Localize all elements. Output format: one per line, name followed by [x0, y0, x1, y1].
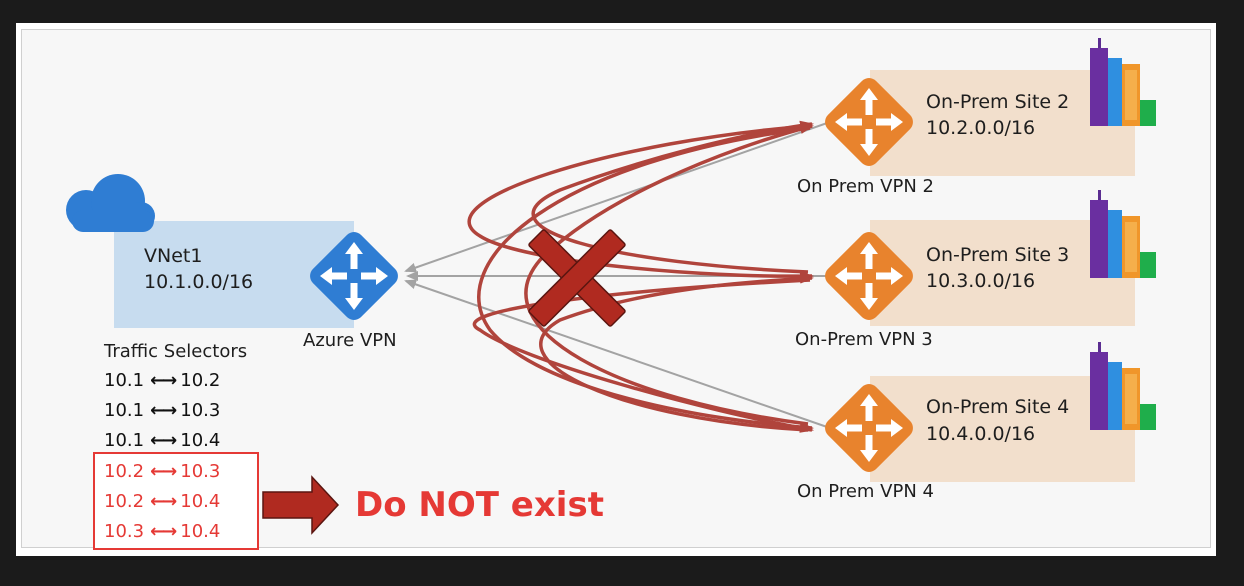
cloud-icon [66, 174, 155, 232]
site-cidr: 10.3.0.0/16 [926, 270, 1036, 292]
gray-arrow-site4 [404, 279, 831, 429]
vnet-cidr: 10.1.0.0/16 [144, 271, 254, 293]
site-name: On-Prem Site 4 [926, 396, 1070, 418]
site-to-site-tunnels [467, 120, 814, 433]
building-icon [1090, 190, 1156, 278]
missing-selector-row: 10.2←→10.4 [104, 493, 220, 511]
building-icon [1090, 38, 1156, 126]
tunnel-site2-site3 [467, 124, 814, 282]
site-cidr: 10.4.0.0/16 [926, 423, 1036, 445]
tunnel-site3-site4 [472, 278, 814, 433]
bidirectional-arrow-icon: ←→ [150, 521, 177, 542]
onprem-vpn-gateway-icon [825, 232, 913, 320]
site-name: On-Prem Site 3 [926, 244, 1070, 266]
selector-from: 10.2 [104, 491, 145, 512]
bidirectional-arrow-icon: ←→ [150, 370, 177, 391]
right-arrow-icon [262, 475, 340, 535]
selector-row: 10.1←→10.2 [104, 372, 220, 390]
missing-selector-row: 10.3←→10.4 [104, 523, 220, 541]
site-name: On-Prem Site 2 [926, 91, 1070, 113]
blocked-x-icon [528, 229, 626, 327]
azure-vpn-label: Azure VPN [303, 330, 397, 351]
bidirectional-arrow-icon: ←→ [150, 430, 177, 451]
selector-to: 10.2 [180, 370, 221, 391]
onprem-vpn-gateway-icon [825, 78, 913, 166]
missing-selector-row: 10.2←→10.3 [104, 463, 220, 481]
bidirectional-arrow-icon: ←→ [150, 400, 177, 421]
selector-from: 10.1 [104, 400, 145, 421]
selector-from: 10.2 [104, 461, 145, 482]
bidirectional-arrow-icon: ←→ [150, 491, 177, 512]
tunnel-site4-site3 [539, 273, 814, 432]
selector-to: 10.3 [180, 400, 221, 421]
onprem-vpn-gateway-icon [825, 384, 913, 472]
selector-row: 10.1←→10.4 [104, 432, 220, 450]
bidirectional-arrow-icon: ←→ [150, 461, 177, 482]
tunnel-site2-site4 [477, 126, 814, 433]
selector-row: 10.1←→10.3 [104, 402, 220, 420]
selector-to: 10.4 [180, 491, 221, 512]
onprem-vpn-label: On-Prem VPN 3 [795, 329, 933, 350]
selector-from: 10.1 [104, 430, 145, 451]
selector-to: 10.3 [180, 461, 221, 482]
tunnel-site4-site2 [524, 124, 814, 426]
missing-note: Do NOT exist [355, 485, 604, 525]
selector-from: 10.1 [104, 370, 145, 391]
selector-to: 10.4 [180, 521, 221, 542]
onprem-vpn-label: On Prem VPN 4 [797, 481, 934, 502]
vnet-name: VNet1 [144, 245, 203, 267]
gray-arrow-site2 [404, 121, 831, 273]
selector-to: 10.4 [180, 430, 221, 451]
onprem-vpn-label: On Prem VPN 2 [797, 176, 934, 197]
tunnel-site3-site2 [531, 120, 814, 274]
site-cidr: 10.2.0.0/16 [926, 117, 1036, 139]
missing-selectors-box [93, 452, 259, 550]
azure-vpn-gateway-icon [310, 232, 398, 320]
selector-from: 10.3 [104, 521, 145, 542]
building-icon [1090, 342, 1156, 430]
traffic-selectors-title: Traffic Selectors [104, 341, 248, 362]
